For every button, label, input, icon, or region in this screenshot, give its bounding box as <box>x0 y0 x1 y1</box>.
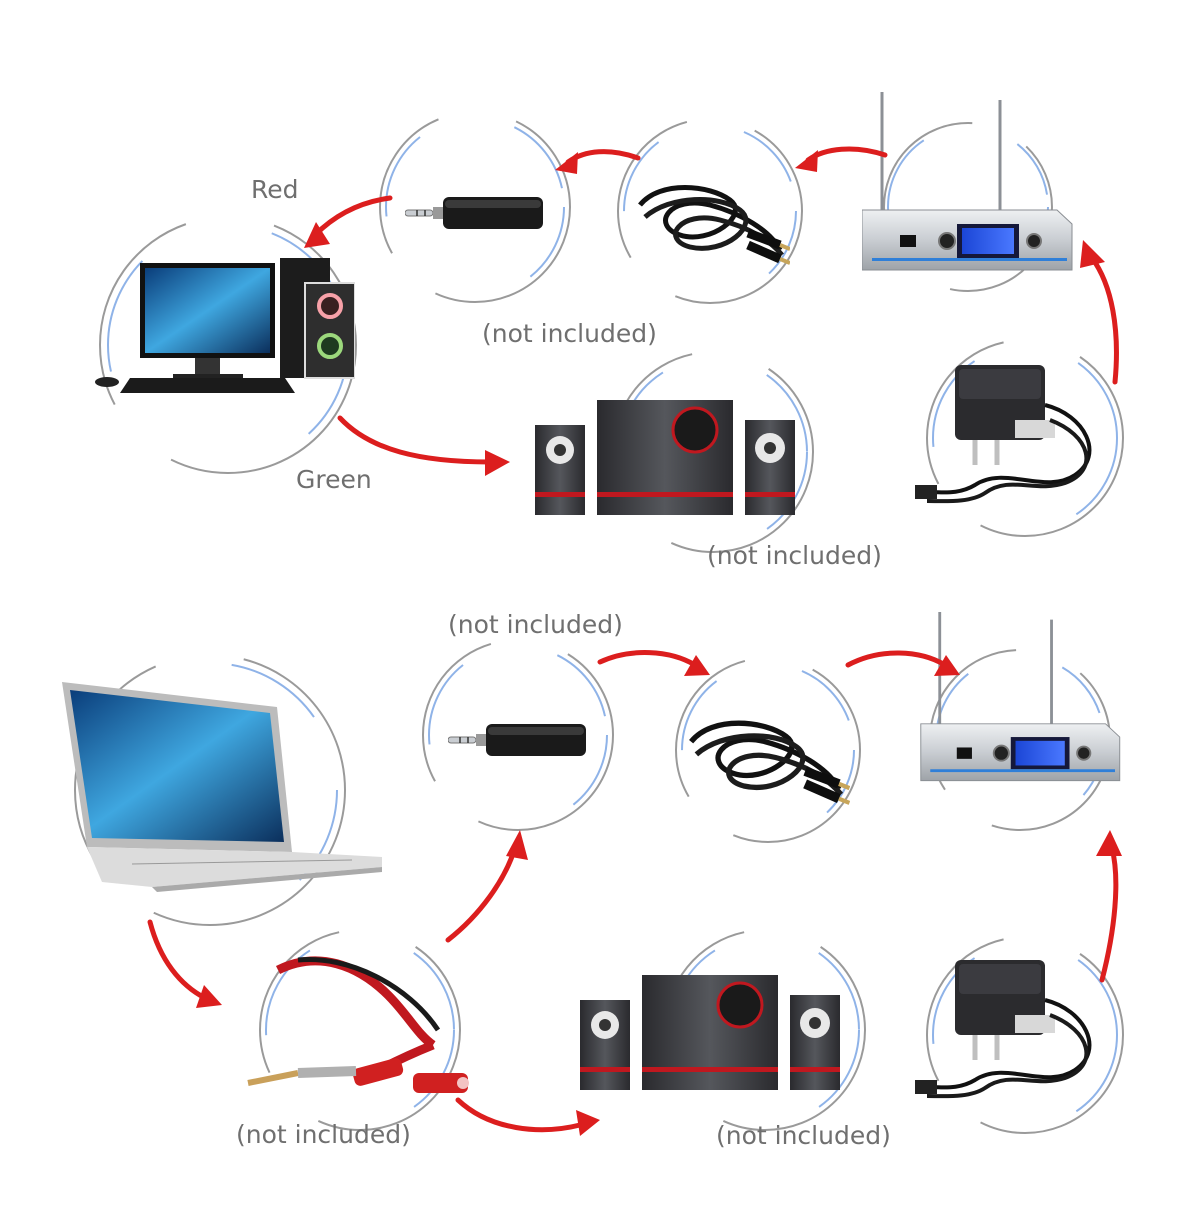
top-arrowheads <box>304 150 1105 476</box>
bottom-power-node <box>915 936 1124 1134</box>
label-bottom-splitter-not-included: (not included) <box>236 1120 411 1149</box>
top-computer-node <box>95 216 357 474</box>
jack-adapter-icon <box>405 196 544 230</box>
bottom-receiver-node <box>920 612 1122 831</box>
arrow-cable-to-receiver <box>845 650 948 668</box>
arrow-power-to-receiver <box>1099 845 1119 983</box>
top-arrows <box>312 146 1119 465</box>
desktop-computer-icon <box>95 258 355 395</box>
arrow-laptop-to-splitter <box>147 919 208 1001</box>
arrow-splitter-to-speakers <box>455 1097 583 1133</box>
label-top-adapter-not-included: (not included) <box>482 319 657 348</box>
speakers-icon <box>535 398 795 517</box>
laptop-icon <box>62 682 382 892</box>
label-green: Green <box>296 465 372 494</box>
label-bottom-adapter-not-included: (not included) <box>448 610 623 639</box>
audio-cable-icon <box>640 188 790 264</box>
top-power-node <box>915 339 1124 537</box>
arrow-computer-to-speakers <box>337 415 493 465</box>
arrow-power-to-receiver <box>1089 255 1119 385</box>
arrow-cable-to-adapter <box>565 149 641 165</box>
bottom-arrowheads <box>196 655 1122 1136</box>
top-adapter-node <box>379 111 571 303</box>
label-top-speakers-not-included: (not included) <box>707 541 882 570</box>
bottom-speakers-node <box>580 929 866 1131</box>
top-receiver-node <box>862 92 1074 292</box>
bottom-laptop-node <box>62 654 382 926</box>
label-bottom-speakers-not-included: (not included) <box>716 1121 891 1150</box>
arrow-adapter-to-computer <box>312 195 393 238</box>
arrow-receiver-to-cable <box>805 146 888 163</box>
bottom-splitter-node <box>248 929 469 1131</box>
arrow-splitter-to-adapter <box>445 845 518 943</box>
wireless-receiver-icon <box>862 92 1074 272</box>
speakers-icon <box>580 973 840 1092</box>
bottom-adapter-node <box>422 639 614 831</box>
bottom-cable-node <box>675 657 861 843</box>
arrow-adapter-to-cable <box>597 650 698 668</box>
wireless-receiver-icon <box>920 612 1122 783</box>
bottom-arrows <box>147 650 1119 1133</box>
top-cable-node <box>617 118 803 304</box>
power-adapter-icon <box>915 960 1089 1096</box>
jack-adapter-icon <box>448 723 587 757</box>
label-red: Red <box>251 175 299 204</box>
top-speakers-node <box>535 351 814 553</box>
audio-cable-icon <box>691 723 849 803</box>
